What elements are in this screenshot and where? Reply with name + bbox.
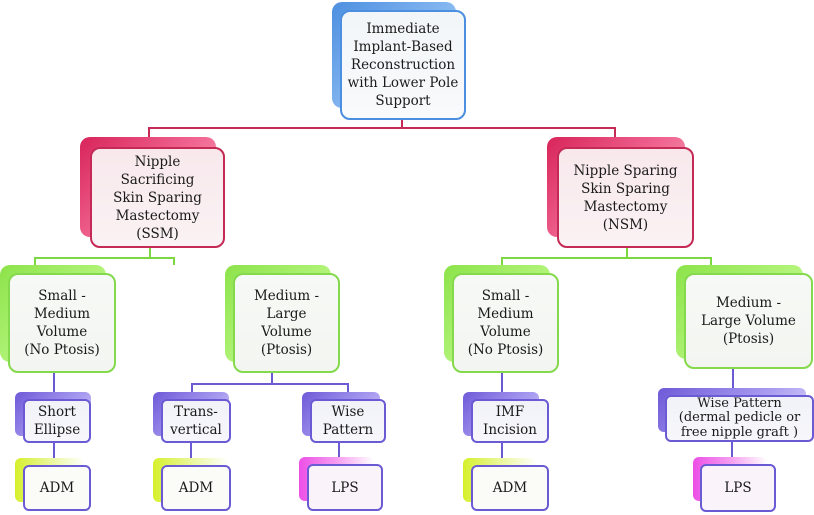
node-adm-1-box: ADM [23,465,91,511]
connector-l2-1-down [53,373,55,393]
node-adm-2-box: ADM [161,465,231,511]
connector-to-ssm [148,127,150,139]
connector-ssm-bar [34,257,175,259]
connector-l2-4-down [732,369,734,389]
node-adm-2-label: ADM [178,480,214,496]
node-lps-1-box: LPS [307,464,383,511]
node-wise-pattern-dermal-label: Wise Pattern (dermal pedicle or free nip… [678,395,801,440]
connector-l3-3-down [338,443,340,459]
node-adm-3-label: ADM [492,480,528,496]
connector-to-l2-1 [34,257,36,265]
node-nsm-small-medium-box: Small - Medium Volume (No Ptosis) [452,273,559,373]
node-short-ellipse-box: Short Ellipse [23,399,91,443]
connector-l2-2-bar [191,383,349,385]
connector-to-l2-4 [710,257,712,265]
connector-to-nsm [614,127,616,139]
node-nsm-box: Nipple Sparing Skin Sparing Mastectomy (… [557,147,694,248]
connector-l2-3-down [501,373,503,393]
connector-level1-bar [148,127,616,129]
connector-nsm-down [626,247,628,258]
root-node-label: Immediate Implant-Based Reconstruction w… [347,21,459,109]
node-imf-incision-box: IMF Incision [471,399,549,443]
node-short-ellipse-label: Short Ellipse [33,404,81,438]
node-lps-2-label: LPS [724,480,752,496]
node-transvertical-label: Trans- vertical [170,404,222,438]
root-node-box: Immediate Implant-Based Reconstruction w… [340,10,466,120]
node-ssm-small-medium-box: Small - Medium Volume (No Ptosis) [8,273,116,373]
connector-to-wise [347,383,349,393]
connector-l2-2-down [271,373,273,384]
node-ssm-medium-large-box: Medium - Large Volume (Ptosis) [233,273,340,373]
node-lps-2-box: LPS [700,464,776,512]
connector-nsm-bar [501,257,712,259]
node-ssm-label: Nipple Sacrificing Skin Sparing Mastecto… [113,153,202,242]
node-wise-pattern-dermal-box: Wise Pattern (dermal pedicle or free nip… [665,395,814,442]
node-ssm-box: Nipple Sacrificing Skin Sparing Mastecto… [90,147,225,248]
connector-to-l2-3 [501,257,503,265]
connector-root-down [401,118,403,128]
connector-l3-4-down [501,443,503,463]
node-wise-pattern-box: Wise Pattern [310,399,386,443]
node-transvertical-box: Trans- vertical [161,399,231,443]
node-lps-1-label: LPS [331,479,359,496]
node-wise-pattern-label: Wise Pattern [322,404,374,438]
connector-l3-5-down [731,441,733,461]
node-adm-1-label: ADM [39,480,75,496]
node-adm-3-box: ADM [471,465,549,511]
node-imf-incision-label: IMF Incision [483,404,537,438]
node-ssm-medium-large-label: Medium - Large Volume (Ptosis) [253,288,320,358]
connector-l3-2-down [190,443,192,463]
node-ssm-small-medium-label: Small - Medium Volume (No Ptosis) [24,288,100,358]
connector-l3-1-down [53,443,55,463]
node-nsm-medium-large-label: Medium - Large Volume (Ptosis) [701,295,796,347]
node-nsm-small-medium-label: Small - Medium Volume (No Ptosis) [467,288,544,358]
connector-ssm-down [149,247,151,258]
connector-to-transvertical [191,383,193,393]
node-nsm-medium-large-box: Medium - Large Volume (Ptosis) [684,273,813,369]
connector-to-l2-2 [173,257,175,265]
node-nsm-label: Nipple Sparing Skin Sparing Mastectomy (… [573,162,678,233]
